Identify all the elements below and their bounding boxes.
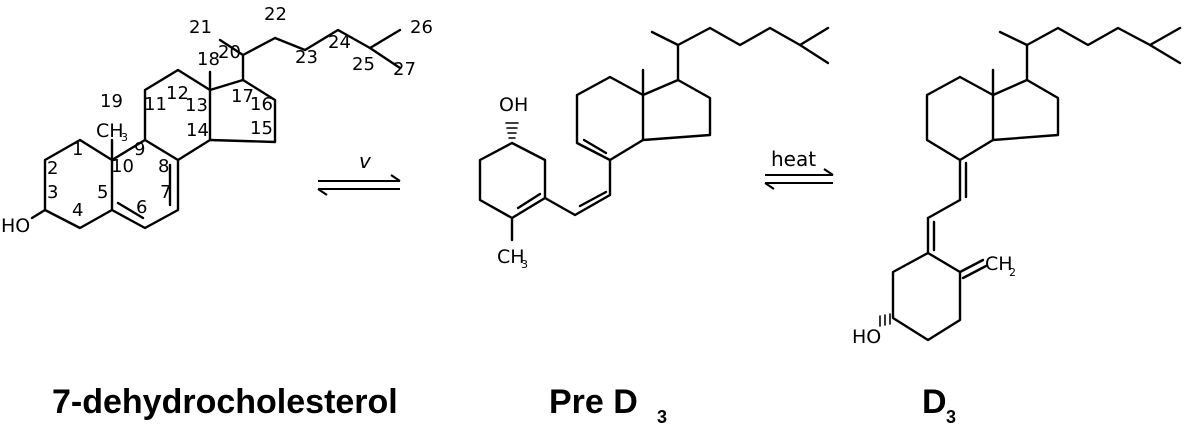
carbon-number-16: 16 — [250, 94, 273, 115]
carbon-number-7: 7 — [160, 182, 171, 203]
methyl-label: CH — [96, 120, 124, 142]
carbon-number-25: 25 — [352, 54, 375, 75]
compound-name-subscript: 3 — [946, 407, 956, 427]
methyl-subscript: 3 — [121, 131, 128, 144]
structure-pre-d3: OH CH 3 — [478, 26, 830, 271]
carbon-number-4: 4 — [72, 200, 83, 221]
carbon-number-15: 15 — [250, 118, 273, 139]
carbon-number-20: 20 — [218, 42, 241, 63]
carbon-numbering: 1 2 3 4 5 6 7 8 9 10 11 12 13 14 15 16 1… — [47, 4, 433, 221]
carbon-number-19: 19 — [100, 91, 123, 112]
hydroxyl-label: HO — [1, 215, 30, 237]
methylene-subscript: 2 — [1009, 266, 1016, 279]
bond-skeleton-pre-d3 — [478, 26, 830, 242]
carbon-number-5: 5 — [97, 182, 108, 203]
condition-label-heat: heat — [771, 147, 816, 171]
carbon-number-6: 6 — [136, 197, 147, 218]
structure-d3: CH 2 HO — [852, 26, 1182, 348]
compound-name-d3: D 3 — [922, 383, 956, 427]
condition-label-light: v — [359, 149, 372, 173]
carbon-number-21: 21 — [189, 17, 212, 38]
carbon-number-22: 22 — [264, 4, 287, 25]
carbon-number-26: 26 — [410, 17, 433, 38]
compound-name-pre-d3: Pre D 3 — [549, 383, 667, 427]
carbon-number-1: 1 — [72, 139, 83, 160]
structure-7-dehydrocholesterol: HO CH 3 1 2 3 4 5 6 7 8 9 10 11 12 13 14… — [1, 4, 433, 237]
carbon-number-17: 17 — [231, 86, 254, 107]
carbon-number-3: 3 — [47, 182, 58, 203]
carbon-number-13: 13 — [185, 95, 208, 116]
carbon-number-27: 27 — [393, 59, 416, 80]
methylene-label: CH — [985, 253, 1013, 275]
hashed-wedge-oh — [505, 122, 519, 139]
carbon-number-10: 10 — [111, 156, 134, 177]
carbon-number-18: 18 — [197, 49, 220, 70]
compound-name-subscript: 3 — [657, 407, 667, 427]
bond-skeleton-7-dehydrocholesterol — [30, 28, 402, 230]
compound-name-main: Pre D — [549, 383, 638, 421]
compound-name-main: D — [922, 383, 947, 421]
carbon-number-11: 11 — [144, 94, 167, 115]
hashed-wedge-ho — [879, 313, 891, 327]
carbon-number-24: 24 — [328, 32, 351, 53]
carbon-number-8: 8 — [158, 156, 169, 177]
carbon-number-14: 14 — [186, 120, 209, 141]
carbon-number-2: 2 — [47, 158, 58, 179]
carbon-number-23: 23 — [295, 47, 318, 68]
equilibrium-arrow-photolysis — [317, 174, 401, 196]
hydroxyl-label: OH — [499, 94, 528, 116]
carbon-number-12: 12 — [166, 83, 189, 104]
compound-name-7-dehydrocholesterol: 7-dehydrocholesterol — [52, 383, 398, 421]
carbon-number-9: 9 — [134, 139, 145, 160]
bond-skeleton-d3 — [879, 26, 1182, 342]
methyl-label: CH — [497, 246, 525, 268]
hydroxyl-label: HO — [852, 326, 881, 348]
methyl-subscript: 3 — [521, 258, 528, 271]
equilibrium-arrow-thermal — [764, 168, 834, 190]
